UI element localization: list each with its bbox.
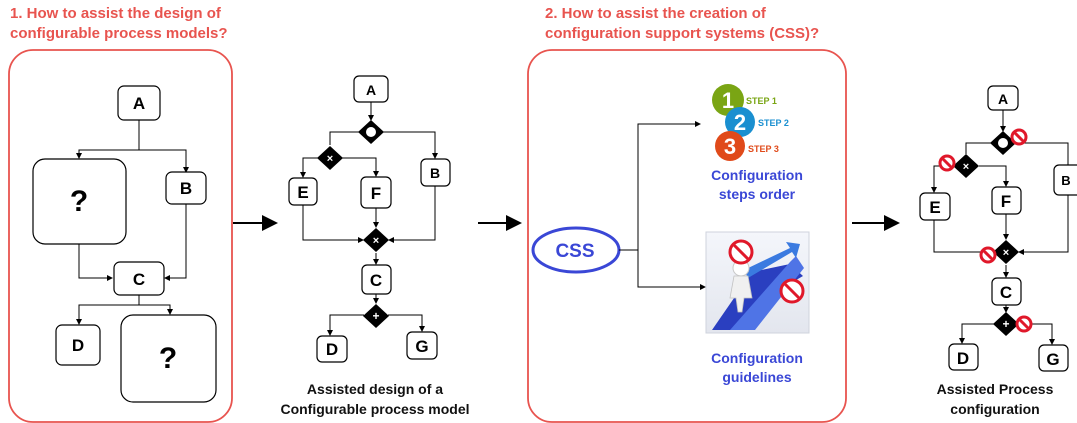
node-b-configured-label: B — [1061, 173, 1070, 188]
node-e-configured-label: E — [929, 198, 940, 217]
node-f-assisted-label: F — [371, 184, 381, 203]
configured-model-edges — [931, 110, 1069, 345]
node-e-assisted — [288, 177, 318, 206]
svg-text:+: + — [372, 309, 379, 323]
step-3-badge — [715, 131, 745, 161]
design-question-line-2: configurable process models? — [10, 25, 228, 42]
node-f-configured-label: F — [1001, 192, 1011, 211]
gateway-xor-split: × — [317, 146, 343, 170]
svg-text:×: × — [327, 153, 333, 165]
configured-gateway-and-split: + — [993, 312, 1019, 336]
node-b-configured — [1053, 164, 1077, 196]
node-b-assisted-label: B — [430, 165, 440, 181]
css-label: CSS — [555, 241, 594, 262]
css-question-line-1: 2. How to assist the creation of — [545, 5, 766, 22]
design-panel — [8, 49, 233, 423]
node-g-configured — [1038, 344, 1069, 372]
gateway-and-split: + — [363, 304, 389, 328]
node-a-configured — [987, 85, 1019, 111]
assisted-design-caption-line-2: Configurable process model — [280, 401, 470, 417]
configured-gateway-xor-split: × — [953, 154, 979, 178]
unknown-block-bottom — [120, 314, 217, 403]
forbidden-icon — [938, 154, 956, 172]
node-c-configured-label: C — [1000, 283, 1012, 302]
configured-caption: Assisted Process configuration — [930, 379, 1060, 419]
node-d-assisted-label: D — [326, 340, 338, 359]
node-d-unassisted-label: D — [72, 336, 84, 355]
svg-text:+: + — [1002, 317, 1009, 331]
step-2-label: STEP 2 — [758, 118, 789, 128]
css-question-heading: 2. How to assist the creation of configu… — [545, 4, 819, 44]
node-e-assisted-label: E — [297, 183, 308, 202]
step-3-number: 3 — [724, 134, 736, 159]
steps-order-caption: Configuration steps order — [682, 166, 832, 204]
design-question-heading: 1. How to assist the design of configura… — [10, 4, 228, 44]
css-connectors — [619, 121, 706, 290]
node-a-configured-label: A — [998, 91, 1008, 107]
forbidden-icon — [1015, 315, 1033, 333]
assisted-model-edges — [300, 102, 438, 336]
forbidden-icon — [979, 246, 997, 264]
step-3-label: STEP 3 — [748, 144, 779, 154]
node-f-assisted — [360, 176, 392, 209]
step-2-number: 2 — [734, 110, 746, 135]
node-c-configured — [991, 277, 1022, 306]
node-f-configured — [991, 186, 1022, 215]
unassisted-model — [76, 120, 189, 325]
guidelines-caption-line-2: guidelines — [722, 369, 792, 385]
unknown-marker-top: ? — [70, 185, 88, 218]
svg-text:×: × — [963, 161, 969, 173]
step-1-number: 1 — [722, 88, 734, 113]
configured-gateway-or-split — [990, 131, 1016, 155]
svg-text:×: × — [373, 235, 379, 247]
steps-order-caption-line-1: Configuration — [711, 167, 803, 183]
node-c-unassisted-label: C — [133, 270, 145, 289]
step-1-label: STEP 1 — [746, 96, 777, 106]
configured-caption-line-1: Assisted Process — [936, 381, 1054, 397]
guidelines-picture — [705, 231, 810, 334]
node-c-assisted — [361, 264, 392, 295]
step-2-badge — [725, 107, 755, 137]
node-d-unassisted — [55, 324, 101, 366]
gateway-xor-join: × — [363, 228, 389, 252]
node-g-configured-label: G — [1046, 350, 1059, 369]
steps-graphic: 1 STEP 1 2 STEP 2 3 STEP 3 — [712, 84, 789, 161]
configured-gateway-xor-join: × — [993, 240, 1019, 264]
node-a-assisted — [353, 75, 389, 103]
forbidden-icon — [1010, 128, 1028, 146]
node-b-unassisted-label: B — [180, 179, 192, 198]
node-a-unassisted — [117, 85, 161, 121]
node-e-configured — [919, 192, 951, 221]
node-b-unassisted — [165, 171, 207, 205]
node-c-unassisted — [113, 261, 165, 296]
node-g-assisted — [406, 331, 438, 360]
guidelines-caption: Configuration guidelines — [682, 349, 832, 387]
node-g-assisted-label: G — [415, 337, 428, 356]
node-d-assisted — [316, 335, 348, 363]
node-c-assisted-label: C — [370, 271, 382, 290]
steps-order-caption-line-2: steps order — [718, 186, 796, 202]
gateway-or-split — [358, 120, 384, 144]
guidelines-caption-line-1: Configuration — [711, 350, 803, 366]
node-a-assisted-label: A — [366, 82, 376, 98]
configured-caption-line-2: configuration — [950, 401, 1040, 417]
assisted-design-caption: Assisted design of a Configurable proces… — [270, 379, 480, 419]
node-d-configured — [948, 343, 979, 371]
unknown-block-top — [32, 158, 127, 245]
unknown-marker-bottom: ? — [159, 342, 177, 375]
node-a-unassisted-label: A — [133, 94, 145, 113]
css-question-line-2: configuration support systems (CSS)? — [545, 25, 820, 42]
node-b-assisted — [420, 158, 451, 187]
design-question-line-1: 1. How to assist the design of — [10, 5, 221, 22]
assisted-design-caption-line-1: Assisted design of a — [306, 381, 444, 397]
css-panel — [527, 49, 847, 423]
svg-text:×: × — [1003, 247, 1009, 259]
node-d-configured-label: D — [957, 349, 969, 368]
